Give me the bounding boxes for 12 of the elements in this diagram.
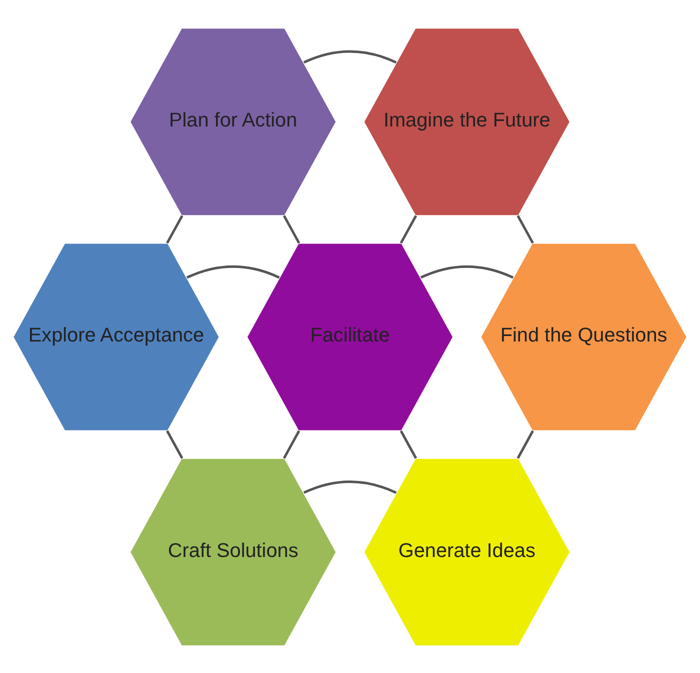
connector [400,430,418,458]
connector [420,264,514,278]
connector [282,214,300,244]
connector [186,264,280,278]
connector [166,214,184,244]
connector [303,480,397,494]
connector [516,430,534,458]
connector [400,214,418,244]
connector [282,430,300,458]
connector [516,214,534,244]
connector [166,430,184,458]
connector [303,50,397,64]
